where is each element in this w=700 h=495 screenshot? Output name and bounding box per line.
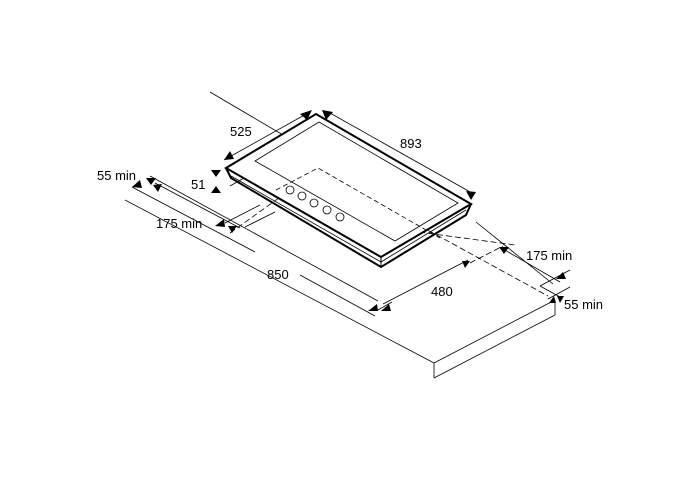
dimension-cutout-width: 850 bbox=[267, 267, 289, 282]
knob bbox=[285, 185, 295, 195]
hob bbox=[224, 112, 473, 269]
dimension-side-clearance-left: 175 min bbox=[156, 216, 203, 231]
dimension-cutout-depth: 480 bbox=[431, 284, 453, 299]
dimension-edge-clearance-left: 55 min bbox=[97, 168, 137, 183]
knob bbox=[322, 205, 332, 215]
dimension-hob-depth: 525 bbox=[230, 124, 252, 139]
dimension-side-clearance-right: 175 min bbox=[526, 248, 573, 263]
knob bbox=[309, 198, 319, 208]
knob bbox=[297, 191, 307, 201]
dimension-lines bbox=[149, 112, 571, 311]
knob bbox=[335, 212, 345, 222]
arrowheads bbox=[132, 110, 566, 311]
dimension-hob-height: 51 bbox=[191, 177, 206, 192]
dimension-hob-width: 893 bbox=[400, 136, 422, 151]
dimension-edge-clearance-right: 55 min bbox=[564, 297, 604, 312]
